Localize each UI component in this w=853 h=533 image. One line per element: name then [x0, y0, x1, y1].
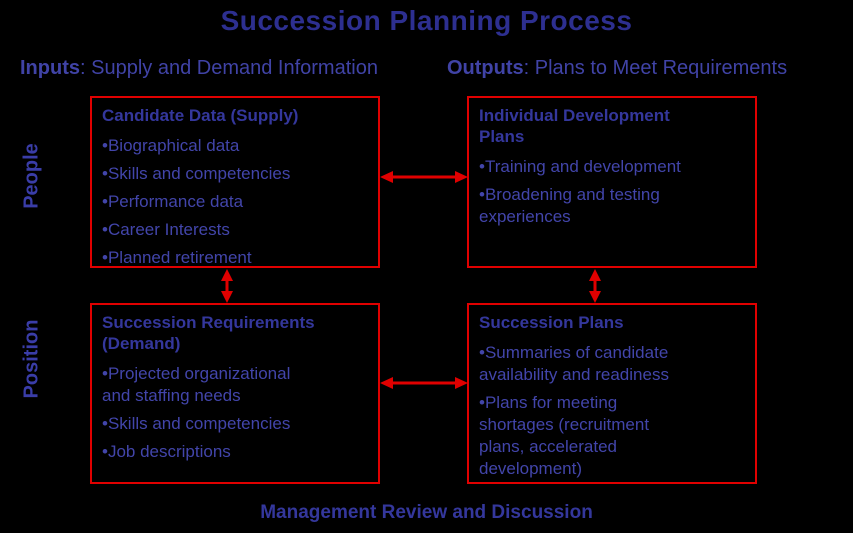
box-heading: Individual Development Plans [479, 106, 670, 146]
box-heading: Succession Requirements (Demand) [102, 313, 315, 353]
bullet-item: Broadening and testing experiences [479, 184, 747, 228]
inputs-description: : Supply and Demand Information [80, 57, 378, 79]
inputs-column-header: Inputs: Supply and Demand Information [20, 57, 378, 80]
double-arrow-supply-to-demand-icon [221, 269, 233, 303]
bullet-item: Biographical data [102, 135, 370, 157]
inputs-label: Inputs [20, 57, 80, 79]
bullet-item: Summaries of candidate availability and … [479, 342, 747, 386]
page-title: Succession Planning Process [220, 5, 633, 36]
bullet-item: Training and development [479, 156, 747, 178]
box-heading: Candidate Data (Supply) [102, 106, 299, 125]
bullet-item: Skills and competencies [102, 413, 370, 435]
double-arrow-demand-to-plans-icon [380, 377, 468, 389]
bullet-item: Job descriptions [102, 441, 370, 463]
box-succession-plans: Succession Plans Summaries of candidate … [467, 303, 757, 484]
footer-management-review: Management Review and Discussion [260, 502, 593, 523]
bullet-item: Career Interests [102, 219, 370, 241]
box-succession-requirements-demand: Succession Requirements (Demand) Project… [90, 303, 380, 484]
bullet-item: Planned retirement [102, 247, 370, 269]
bullet-item: Skills and competencies [102, 163, 370, 185]
bullet-item: Performance data [102, 191, 370, 213]
side-label-position: Position [20, 319, 43, 399]
outputs-label: Outputs [447, 57, 524, 79]
double-arrow-idp-to-plans-icon [589, 269, 601, 303]
outputs-description: : Plans to Meet Requirements [523, 57, 788, 79]
bullet-item: Plans for meeting shortages (recruitment… [479, 392, 747, 480]
box-individual-development-plans: Individual Development Plans Training an… [467, 96, 757, 268]
outputs-column-header: Outputs: Plans to Meet Requirements [447, 57, 787, 80]
box-candidate-data-supply: Candidate Data (Supply) Biographical dat… [90, 96, 380, 268]
side-label-people: People [20, 143, 43, 209]
double-arrow-supply-to-idp-icon [380, 171, 468, 183]
box-heading: Succession Plans [479, 313, 624, 332]
bullet-item: Projected organizational and staffing ne… [102, 363, 370, 407]
